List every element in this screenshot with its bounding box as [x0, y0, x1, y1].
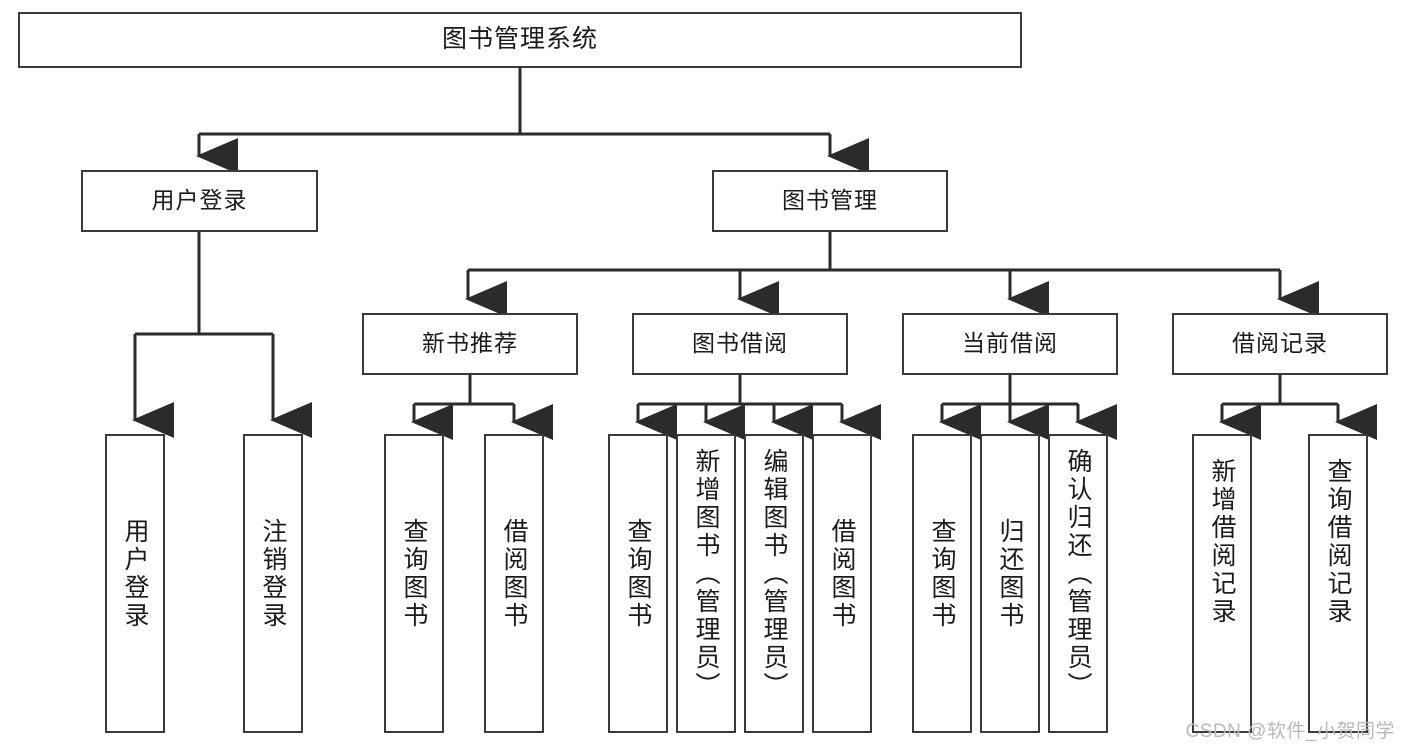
leaf-label: 用户登录 — [121, 518, 149, 630]
leaf-edit-book-admin[interactable]: 编辑图书（管理员） — [744, 434, 804, 733]
leaf-label: 借阅图书 — [500, 518, 528, 630]
leaf-borrow-book-recommendation[interactable]: 借阅图书 — [484, 434, 544, 733]
leaf-label: 归还图书 — [996, 518, 1024, 630]
leaf-confirm-return-admin[interactable]: 确认归还（管理员） — [1048, 434, 1108, 733]
leaf-borrow-book-borrowing[interactable]: 借阅图书 — [812, 434, 872, 733]
node-new-book-recommendation[interactable]: 新书推荐 — [362, 313, 578, 375]
node-root-system[interactable]: 图书管理系统 — [18, 12, 1022, 68]
leaf-query-book-recommendation[interactable]: 查询图书 — [384, 434, 444, 733]
leaf-query-book-borrowing[interactable]: 查询图书 — [608, 434, 668, 733]
leaf-user-login[interactable]: 用户登录 — [105, 434, 165, 733]
leaf-label: 查询图书 — [928, 518, 956, 630]
node-current-borrowing[interactable]: 当前借阅 — [902, 313, 1118, 375]
node-book-borrowing[interactable]: 图书借阅 — [632, 313, 848, 375]
leaf-add-borrowing-record[interactable]: 新增借阅记录 — [1192, 434, 1252, 733]
node-user-login[interactable]: 用户登录 — [81, 170, 318, 232]
leaf-label: 查询图书 — [400, 518, 428, 630]
leaf-label: 新增借阅记录 — [1208, 458, 1236, 626]
node-book-management[interactable]: 图书管理 — [712, 170, 948, 232]
node-borrowing-records[interactable]: 借阅记录 — [1172, 313, 1388, 375]
leaf-label: 新增图书（管理员） — [692, 448, 720, 700]
leaf-label: 确认归还（管理员） — [1064, 448, 1092, 700]
leaf-label: 查询图书 — [624, 518, 652, 630]
leaf-label: 编辑图书（管理员） — [760, 448, 788, 700]
leaf-return-book[interactable]: 归还图书 — [980, 434, 1040, 733]
leaf-label: 查询借阅记录 — [1324, 458, 1352, 626]
leaf-add-book-admin[interactable]: 新增图书（管理员） — [676, 434, 736, 733]
leaf-logout[interactable]: 注销登录 — [243, 434, 303, 733]
leaf-label: 注销登录 — [259, 518, 287, 630]
leaf-query-borrowing-record[interactable]: 查询借阅记录 — [1308, 434, 1368, 733]
leaf-query-book-current[interactable]: 查询图书 — [912, 434, 972, 733]
leaf-label: 借阅图书 — [828, 518, 856, 630]
